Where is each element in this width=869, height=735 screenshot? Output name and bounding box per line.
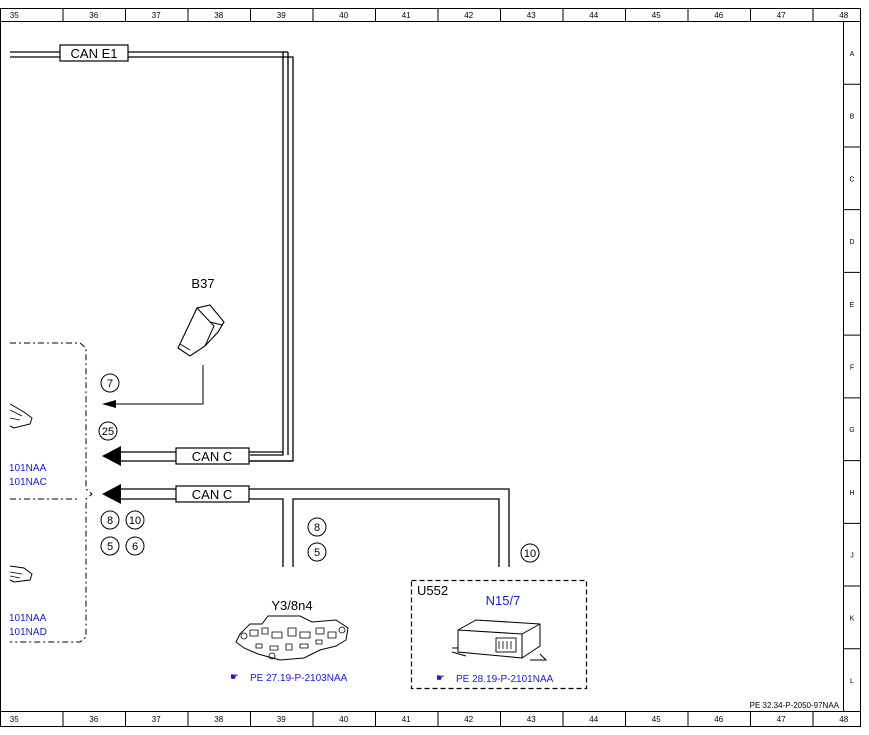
column-number: 47 [777,11,786,20]
hand-pointer-icon: ☛ [230,672,239,683]
row-letter: F [850,365,854,372]
left-upper-ref-2[interactable]: 101NAC [9,477,47,488]
column-number: 46 [714,715,723,724]
row-letter: D [849,239,854,246]
u552-n15-7-component: U552 N15/7 ☛ PE 28.19-P-2101NAA [410,579,588,690]
column-number: 36 [89,715,98,724]
column-number: 42 [464,715,473,724]
left-module-frame: 101NAA 101NAC 101NAA 101NAD [9,342,93,643]
pin-circle-10a [125,510,145,530]
column-number: 47 [777,715,786,724]
row-letter: L [850,678,854,685]
column-number: 38 [214,11,223,20]
top-column-ruler: 35 36 37 38 39 40 41 42 43 44 45 46 47 48 [10,8,849,21]
column-number: 45 [652,715,661,724]
row-letter: H [849,490,854,497]
column-number: 39 [277,11,286,20]
column-number: 43 [527,11,536,20]
n15-7-label[interactable]: N15/7 [486,593,521,608]
b37-signal-line [102,365,204,408]
pin-circle-7 [100,373,120,393]
y3-8n4-ref-link[interactable]: PE 27.19-P-2103NAA [250,673,348,684]
can-c-upper-label-box [175,447,250,465]
pin-label-10a: 10 [129,515,141,527]
b37-pedal-sensor: B37 [177,276,225,357]
hand-pointer-icon-2: ☛ [436,673,445,684]
pin-label-8b: 8 [314,522,320,534]
row-letter: A [850,51,855,58]
pin-circle-8a [100,510,120,530]
can-c-lower-label-box [175,485,250,503]
can-e1-label-box [59,44,129,62]
diagram-frame [0,8,861,727]
can-c-upper-bus: CAN C [102,446,293,466]
left-upper-ref-1[interactable]: 101NAA [9,463,47,474]
can-e1-label: CAN E1 [71,46,118,61]
pin-label-5a: 5 [107,541,113,553]
row-letter: J [850,553,854,560]
column-number: 36 [89,11,98,20]
pin-label-10b: 10 [524,548,536,560]
column-number: 35 [10,715,19,724]
pin-circle-5a [100,536,120,556]
column-number: 43 [527,715,536,724]
column-number: 41 [402,715,411,724]
column-number: 37 [152,11,161,20]
row-letter: G [849,427,854,434]
y3-8n4-label: Y3/8n4 [271,598,312,613]
pin-circle-25 [98,421,118,441]
row-letter: B [850,114,855,121]
column-number: 48 [839,11,848,20]
pin-label-7: 7 [107,378,113,390]
y3-8n4-component: Y3/8n4 ☛ PE 27.19-P-2103NAA [230,598,349,684]
column-number: 35 [10,11,19,20]
footer-code: PE 32.34-P-2050-97NAA [750,701,840,710]
pin-circle-6 [125,536,145,556]
row-letter: E [850,302,855,309]
can-c-lower-bus: CAN C [102,484,510,567]
pin-label-8a: 8 [107,515,113,527]
arrow-can-c-upper [102,446,121,466]
pin-label-6: 6 [132,541,138,553]
bottom-column-ruler: 35 36 37 38 39 40 41 42 43 44 45 46 47 48 [10,711,849,726]
column-number: 42 [464,11,473,20]
pin-circle-5b [307,542,327,562]
column-number: 44 [589,715,598,724]
pin-label-25: 25 [102,426,114,438]
arrow-can-c-lower [102,484,121,504]
u552-dashed-box [410,579,588,690]
column-number: 48 [839,715,848,724]
pin-circle-10b [520,543,540,563]
column-number: 46 [714,11,723,20]
column-number: 37 [152,715,161,724]
pin-label-5b: 5 [314,547,320,559]
column-number: 40 [339,11,348,20]
pin-circle-8b [307,517,327,537]
column-number: 45 [652,11,661,20]
left-lower-ref-2[interactable]: 101NAD [9,627,47,638]
right-row-ruler: A B C D E F G H J K L [843,51,861,685]
column-number: 44 [589,11,598,20]
n15-7-ref-link[interactable]: PE 28.19-P-2101NAA [456,674,554,685]
left-lower-ref-1[interactable]: 101NAA [9,613,47,624]
b37-label: B37 [191,276,214,291]
can-c-upper-label: CAN C [192,449,232,464]
pin-markers: 7 25 8 10 5 6 8 5 10 [98,373,540,563]
can-c-lower-label: CAN C [192,487,232,502]
u552-label: U552 [417,583,448,598]
column-number: 41 [402,11,411,20]
can-e1-bus: CAN E1 [10,44,294,462]
row-letter: C [849,176,854,183]
column-number: 40 [339,715,348,724]
row-letter: K [850,615,855,622]
column-number: 39 [277,715,286,724]
column-number: 38 [214,715,223,724]
